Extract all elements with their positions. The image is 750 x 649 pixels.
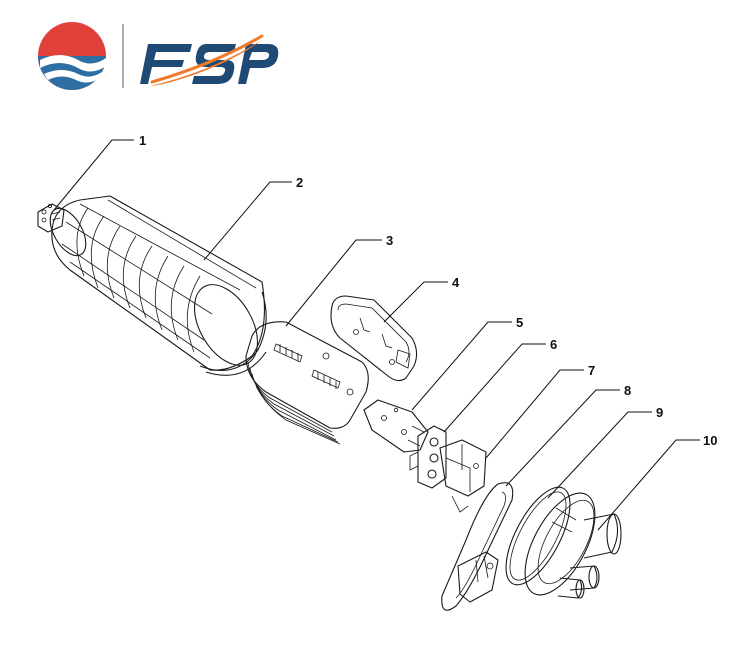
leader-1	[53, 139, 134, 211]
part-5-mounting-plate	[363, 399, 429, 453]
part-8-clamp-ring	[441, 482, 514, 611]
callout-labels: 1 2 3 4 5 6 7 8 9 10	[139, 133, 717, 448]
leader-7	[485, 369, 584, 459]
callout-6: 6	[550, 337, 557, 352]
leader-9	[547, 411, 652, 499]
logo-emblem-icon	[38, 22, 106, 90]
part-10-base-ports	[524, 492, 622, 599]
part-2-dome-cover	[49, 195, 267, 376]
leader-5	[411, 321, 512, 411]
part-3-splice-trays	[245, 321, 369, 445]
leader-4	[383, 281, 448, 323]
leader-8	[505, 389, 620, 487]
part-6-bracket	[409, 425, 447, 489]
callout-2: 2	[296, 175, 303, 190]
callout-5: 5	[516, 315, 523, 330]
leader-lines	[53, 139, 700, 531]
callout-9: 9	[656, 405, 663, 420]
leader-2	[203, 181, 292, 261]
brand-logo	[38, 22, 279, 90]
callout-7: 7	[588, 363, 595, 378]
leader-3	[285, 239, 382, 327]
part-7-base-bracket	[439, 439, 487, 513]
leader-10	[597, 439, 700, 531]
part-4-tray-base	[330, 295, 418, 382]
callout-10: 10	[703, 433, 717, 448]
part-9-seal-ring	[505, 486, 571, 586]
callout-4: 4	[452, 275, 460, 290]
callout-3: 3	[386, 233, 393, 248]
leader-6	[443, 343, 546, 433]
callout-1: 1	[139, 133, 146, 148]
logo-wordmark	[140, 34, 279, 86]
callout-8: 8	[624, 383, 631, 398]
